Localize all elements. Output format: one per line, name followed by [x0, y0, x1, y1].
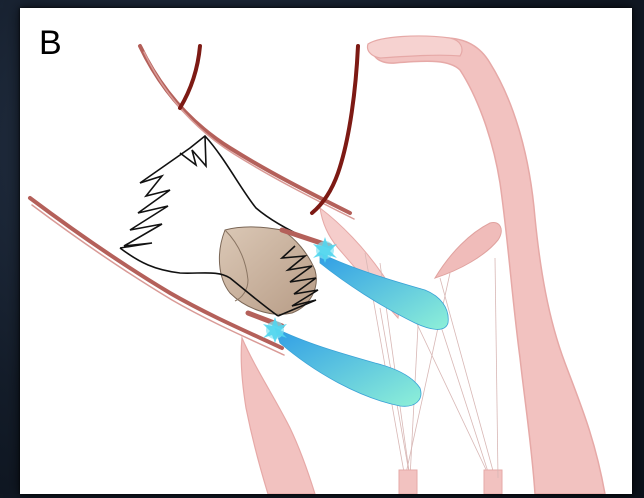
ventricular-wall — [370, 38, 605, 494]
native-leaflet-upper — [320, 253, 448, 329]
papillary-muscle-left — [399, 470, 417, 494]
vessel-wall-upper — [140, 46, 350, 213]
vessel-wall-upper-inner — [144, 52, 354, 219]
panel-label: B — [39, 26, 62, 60]
figure-panel: B — [20, 8, 632, 494]
coronary-branch-right — [312, 46, 358, 213]
native-leaflet-lower — [275, 328, 421, 406]
wall-cap — [368, 36, 462, 58]
heart-valve-illustration — [20, 8, 632, 494]
papillary-muscle-right — [484, 470, 502, 494]
coronary-branch-left — [180, 46, 200, 108]
chord-line — [495, 258, 498, 478]
native-leaflet-right — [435, 222, 501, 278]
